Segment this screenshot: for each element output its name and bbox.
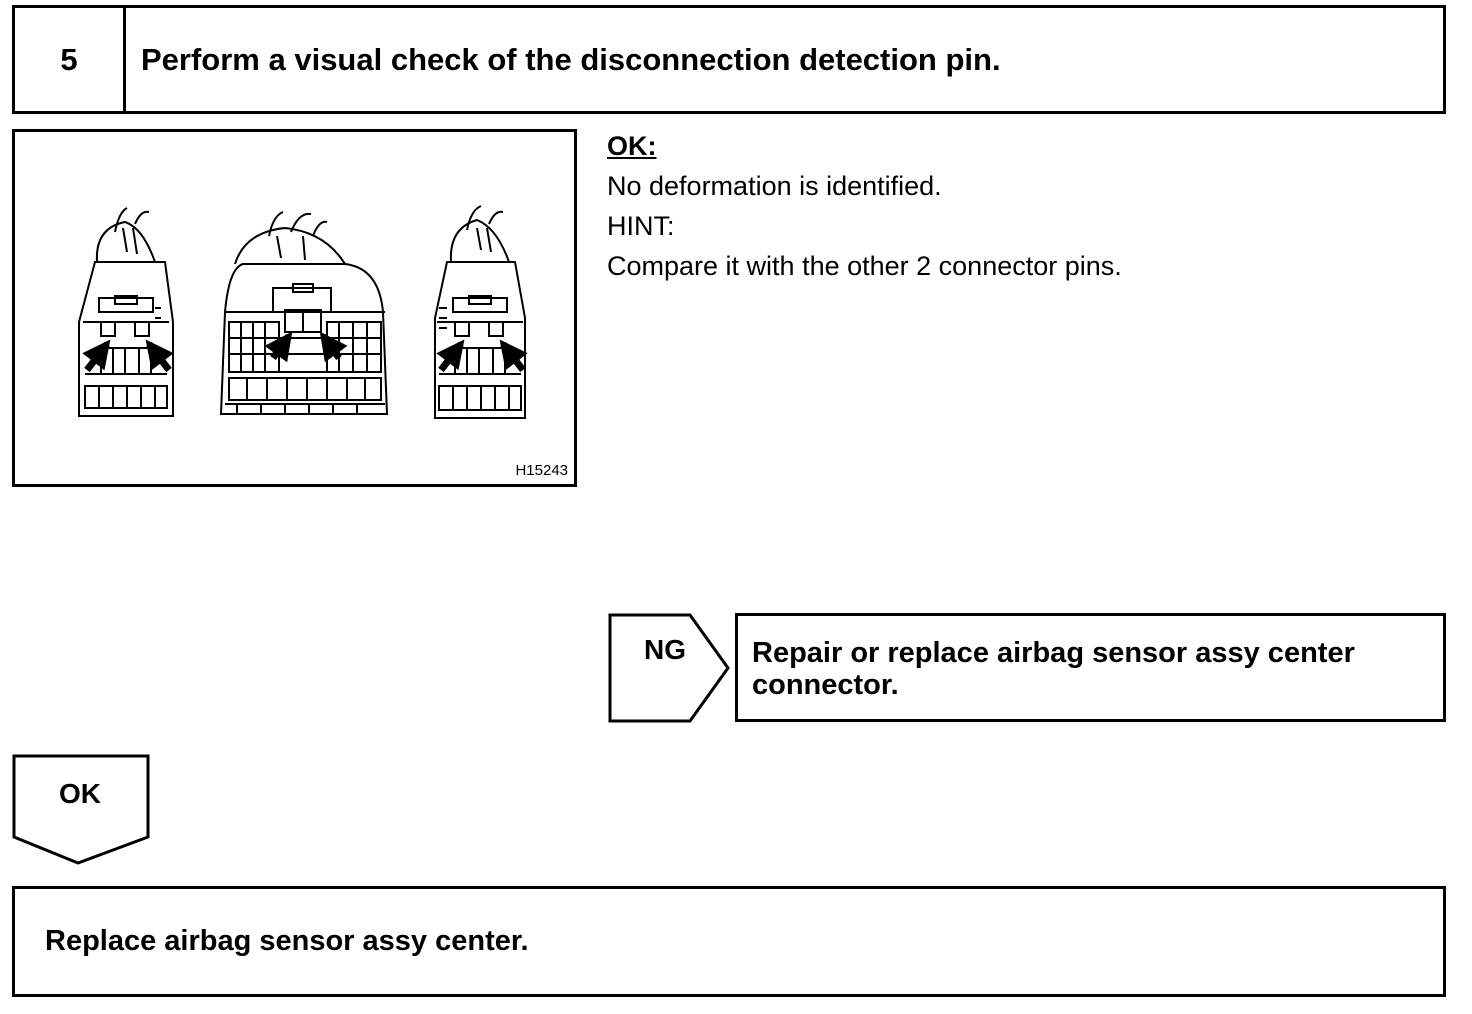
step-title: Perform a visual check of the disconnect… bbox=[141, 41, 1001, 77]
connector-center-icon bbox=[219, 211, 389, 415]
hint-label: HINT: bbox=[607, 211, 675, 241]
ok-heading: OK: bbox=[607, 131, 657, 161]
figure-illustration: H15243 bbox=[12, 129, 577, 487]
connectors-illustration bbox=[78, 205, 528, 419]
ng-action-box: Repair or replace airbag sensor assy cen… bbox=[735, 613, 1446, 722]
inspection-criteria: OK: No deformation is identified. HINT: … bbox=[607, 126, 1447, 286]
ng-label: NG bbox=[644, 634, 686, 665]
arrow-icon bbox=[82, 331, 528, 373]
ok-action-box: Replace airbag sensor assy center. bbox=[12, 886, 1446, 997]
step-header: 5 Perform a visual check of the disconne… bbox=[12, 5, 1446, 114]
connector-left-icon bbox=[78, 207, 174, 417]
connector-right-icon bbox=[434, 205, 526, 419]
figure-id: H15243 bbox=[515, 462, 568, 479]
ng-action-text: Repair or replace airbag sensor assy cen… bbox=[752, 637, 1355, 701]
ok-arrow-badge bbox=[12, 754, 150, 865]
hint-text: Compare it with the other 2 connector pi… bbox=[607, 251, 1122, 281]
ok-text: No deformation is identified. bbox=[607, 171, 942, 201]
step-number: 5 bbox=[15, 8, 126, 111]
ng-arrow-badge bbox=[608, 613, 730, 723]
ok-action-text: Replace airbag sensor assy center. bbox=[45, 925, 529, 957]
ok-label: OK bbox=[59, 778, 101, 809]
